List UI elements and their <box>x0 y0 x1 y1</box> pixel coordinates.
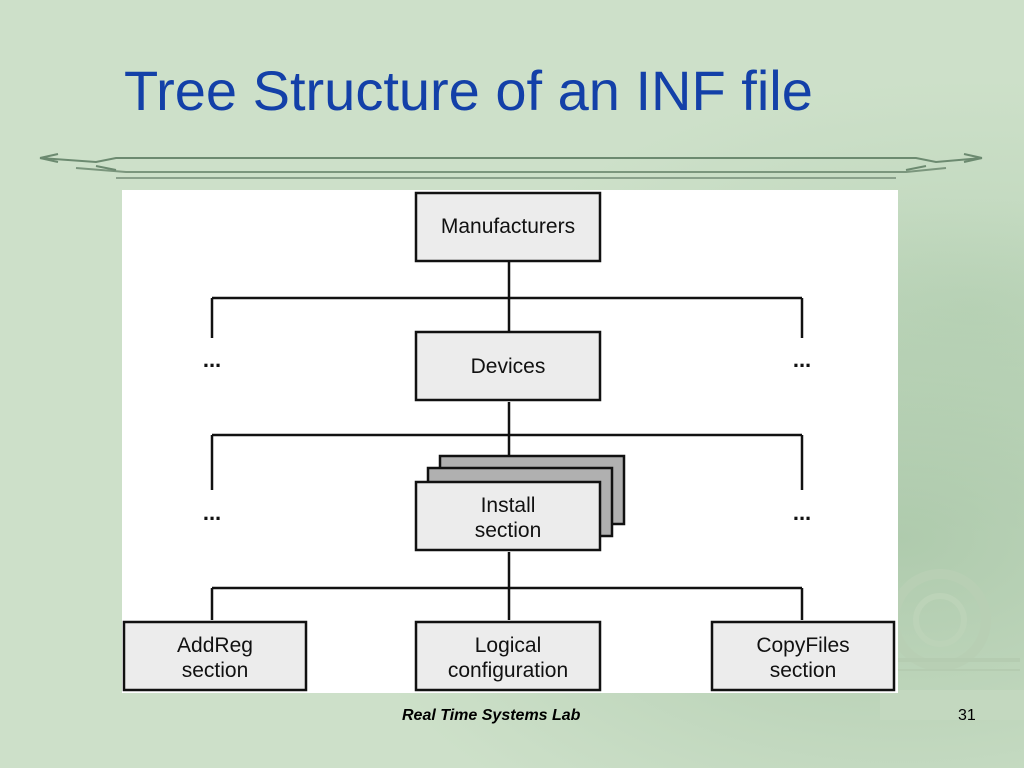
copyfiles-label-line1: CopyFiles <box>756 634 849 657</box>
logical-config-label-line2: configuration <box>448 659 568 682</box>
logical-configuration-node: Logical configuration <box>414 620 602 692</box>
ellipsis-left-level1: ... <box>203 347 221 372</box>
devices-label: Devices <box>471 355 546 378</box>
lab-logo-watermark <box>880 569 1024 720</box>
copyfiles-label-line2: section <box>770 659 837 682</box>
manufacturers-node: Manufacturers <box>414 191 602 263</box>
ellipsis-left-level2: ... <box>203 500 221 525</box>
devices-node: Devices <box>414 330 602 402</box>
addreg-section-node: AddReg section <box>122 620 308 692</box>
ellipsis-right-level1: ... <box>793 347 811 372</box>
decorative-divider <box>39 153 983 179</box>
copyfiles-section-node: CopyFiles section <box>710 620 896 692</box>
addreg-label-line1: AddReg <box>177 634 253 657</box>
install-section-label-line2: section <box>475 519 542 542</box>
connector-lines <box>210 262 804 620</box>
ellipsis-right-level2: ... <box>793 500 811 525</box>
manufacturers-label: Manufacturers <box>441 215 575 238</box>
inf-tree-diagram: Manufacturers Devices Install section Ad… <box>122 190 898 693</box>
slide-title: Tree Structure of an INF file <box>124 59 813 122</box>
install-section-node-stack: Install section <box>414 454 626 552</box>
addreg-label-line2: section <box>182 659 249 682</box>
logical-config-label-line1: Logical <box>475 634 542 657</box>
footer-lab-name: Real Time Systems Lab <box>402 707 581 724</box>
tree-diagram-svg: Manufacturers Devices Install section Ad… <box>122 191 896 692</box>
page-number: 31 <box>958 707 976 724</box>
install-section-label-line1: Install <box>481 494 536 517</box>
